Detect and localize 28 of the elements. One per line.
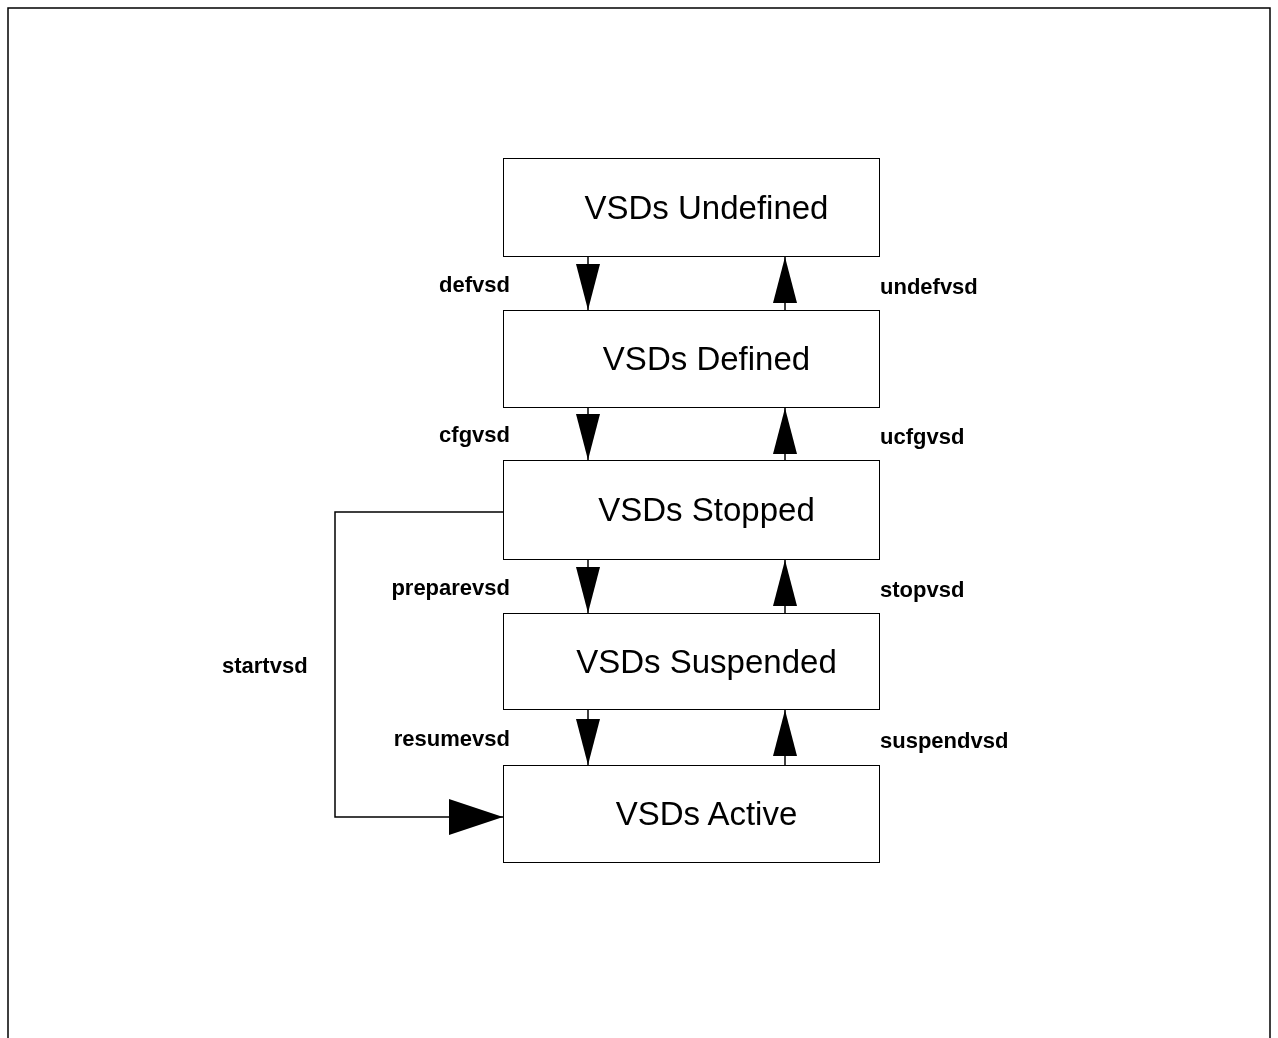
- transition-arrow: [773, 407, 797, 461]
- state-box: [503, 310, 880, 408]
- transition-arrow: [576, 559, 600, 614]
- edge-label: defvsd: [439, 273, 510, 296]
- transition-arrow: [773, 709, 797, 766]
- transition-arrow: [576, 407, 600, 461]
- edge-label: resumevsd: [393, 727, 510, 750]
- state-label: VSDs Active: [614, 795, 798, 833]
- state-label: VSDs Suspended: [575, 642, 837, 681]
- edge-label: ucfgvsd: [880, 426, 965, 448]
- transition-arrow: [773, 559, 797, 614]
- state-label: VSDs Undefined: [583, 188, 829, 227]
- transition-arrow: [576, 256, 600, 311]
- state-label: VSDs Stopped: [597, 491, 815, 529]
- transition-arrow: [334, 511, 504, 835]
- state-box: [503, 765, 880, 863]
- edge-label: suspendvsd: [880, 729, 1009, 752]
- state-box: [503, 158, 880, 257]
- state-box: [503, 613, 880, 710]
- transition-arrow: [773, 256, 797, 311]
- edge-label: stopvsd: [880, 578, 965, 601]
- edge-label: undefvsd: [880, 275, 978, 298]
- edge-label: startvsd: [222, 655, 308, 677]
- state-label: VSDs Defined: [601, 340, 811, 378]
- transition-arrow: [576, 709, 600, 766]
- edge-label: cfgvsd: [439, 424, 510, 446]
- state-box: [503, 460, 880, 560]
- edge-label: preparevsd: [391, 576, 510, 599]
